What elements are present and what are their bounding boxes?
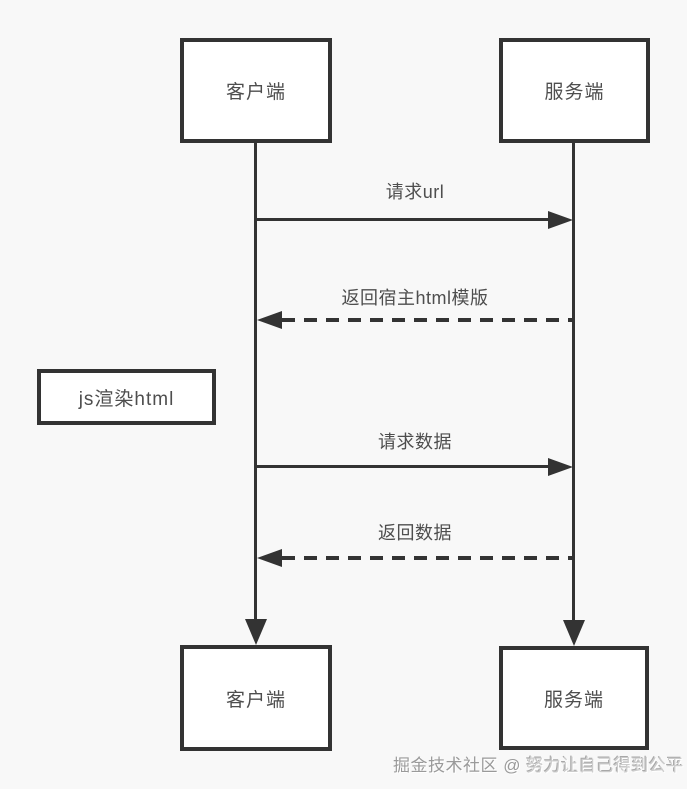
message-label-request-url: 请求url: [385, 182, 445, 202]
actor-box-client-bottom: 客户端: [180, 645, 332, 751]
actor-box-server-top: 服务端: [499, 38, 650, 143]
actor-box-client-top: 客户端: [180, 38, 332, 143]
server-lifeline: [572, 141, 575, 620]
arrowhead-right-icon: [548, 211, 573, 229]
arrowhead-down-icon: [245, 619, 267, 645]
client-lifeline: [254, 141, 257, 619]
message-line-return-html-template: [282, 318, 573, 322]
arrowhead-down-icon: [563, 620, 585, 646]
watermark-slogan-text: 努力让自己得到公平: [526, 756, 684, 775]
arrowhead-left-icon: [257, 549, 282, 567]
arrowhead-right-icon: [548, 458, 573, 476]
arrowhead-left-icon: [257, 311, 282, 329]
message-line-request-url: [257, 218, 549, 221]
watermark-community-text: 掘金技术社区 @: [393, 756, 521, 775]
watermark: 掘金技术社区 @ 努力让自己得到公平: [393, 751, 684, 776]
message-label-return-html-template: 返回宿主html模版: [341, 288, 489, 308]
message-line-return-data: [282, 556, 573, 560]
message-label-return-data: 返回数据: [378, 523, 452, 543]
message-label-request-data: 请求数据: [378, 432, 452, 452]
note-box-js-render-html: js渲染html: [37, 369, 216, 425]
message-line-request-data: [257, 465, 549, 468]
actor-box-server-bottom: 服务端: [499, 646, 649, 750]
